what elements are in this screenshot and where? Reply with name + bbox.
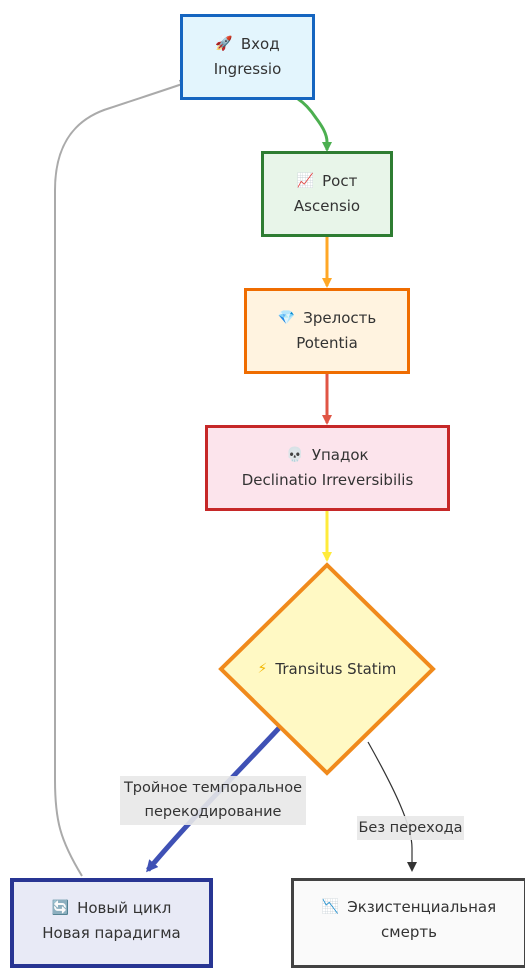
node-transition-title: Transitus Statim	[275, 660, 397, 678]
edge-label-triple-line1: Тройное темпоральное	[123, 780, 303, 796]
node-maturity-subtitle: Potentia	[296, 334, 358, 352]
edge-label-no-transition: Без перехода	[357, 816, 464, 840]
node-growth: 📈 Рост Ascensio	[261, 151, 393, 237]
node-maturity-title: Зрелость	[303, 309, 377, 327]
node-transition: ⚡ Transitus Statim	[218, 655, 436, 683]
node-death-title: Экзистенциальная	[347, 898, 497, 916]
rocket-icon: 🚀	[215, 36, 233, 52]
edge-label-triple-recoding: Тройное темпоральное перекодирование	[120, 776, 306, 825]
node-decline: 💀 Упадок Declinatio Irreversibilis	[205, 425, 450, 511]
node-entry-title: Вход	[240, 35, 280, 53]
node-decline-subtitle: Declinatio Irreversibilis	[241, 471, 414, 489]
edge-label-triple-line2: перекодирование	[144, 804, 282, 820]
node-entry-subtitle: Ingressio	[213, 60, 282, 78]
gem-icon: 💎	[277, 310, 296, 326]
node-growth-title: Рост	[322, 172, 358, 190]
node-maturity: 💎 Зрелость Potentia	[244, 288, 410, 374]
lightning-icon: ⚡	[257, 661, 268, 677]
cycle-arrows-icon: 🔄	[51, 900, 70, 916]
node-new-cycle: 🔄 Новый цикл Новая парадигма	[10, 878, 213, 968]
node-entry: 🚀 Вход Ingressio	[180, 14, 315, 100]
edge-label-no-transition-text: Без перехода	[358, 820, 463, 836]
node-transition-diamond	[218, 562, 436, 776]
skull-icon: 💀	[286, 447, 304, 463]
edge-transition-death	[367, 741, 417, 872]
node-death: 📉 Экзистенциальная смерть	[291, 878, 525, 968]
node-death-subtitle: смерть	[381, 923, 437, 941]
edge-entry-growth	[297, 97, 332, 152]
node-decline-title: Упадок	[311, 446, 369, 464]
node-new-cycle-subtitle: Новая парадигма	[42, 924, 181, 942]
chart-decreasing-icon: 📉	[321, 899, 340, 915]
node-growth-subtitle: Ascensio	[293, 197, 361, 215]
edge-loop-back	[54, 79, 190, 877]
node-new-cycle-title: Новый цикл	[77, 899, 172, 917]
chart-increasing-icon: 📈	[296, 173, 315, 189]
